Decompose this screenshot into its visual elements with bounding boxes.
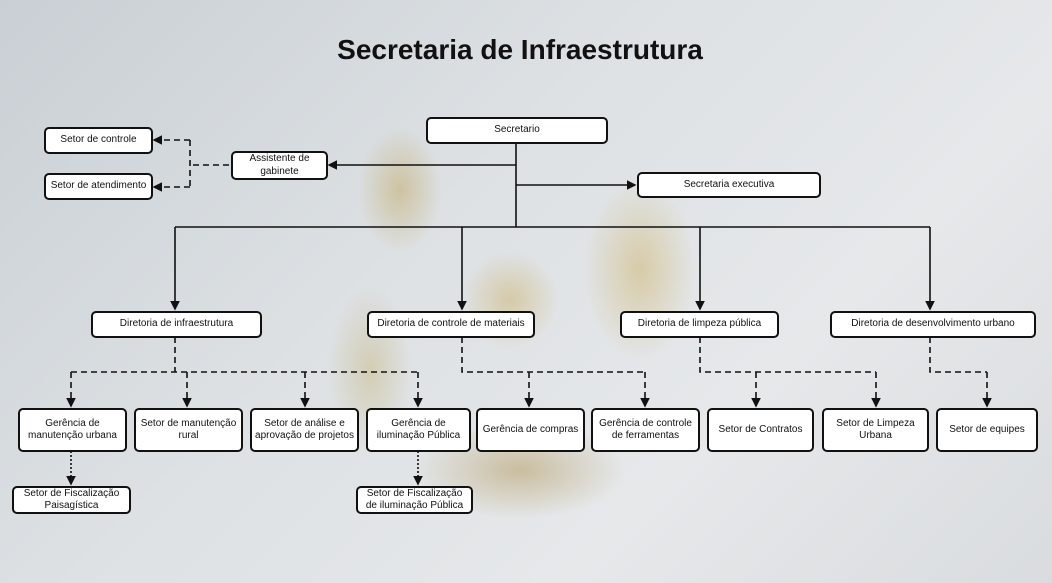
box-setor-limpeza-urbana: Setor de Limpeza Urbana [822,408,929,452]
box-secretaria-executiva: Secretaria executiva [637,172,821,198]
box-secretario: Secretario [426,117,608,144]
box-setor-controle: Setor de controle [44,127,153,154]
box-gerencia-iluminacao: Gerência de iluminação Pública [366,408,471,452]
box-setor-atendimento: Setor de atendimento [44,173,153,200]
box-gerencia-manutencao-urbana: Gerência de manutenção urbana [18,408,127,452]
page-title: Secretaria de Infraestrutura [337,34,703,65]
box-setor-contratos: Setor de Contratos [707,408,814,452]
box-fiscalizacao-iluminacao: Setor de Fiscalização de iluminação Públ… [356,486,473,514]
box-assistente-gabinete: Assistente de gabinete [231,151,328,180]
box-diretoria-materiais: Diretoria de controle de materiais [367,311,535,338]
box-diretoria-desenvolvimento: Diretoria de desenvolvimento urbano [830,311,1036,338]
box-diretoria-infraestrutura: Diretoria de infraestrutura [91,311,262,338]
box-fiscalizacao-paisagistica: Setor de Fiscalização Paisagística [12,486,131,514]
box-setor-manutencao-rural: Setor de manutenção rural [134,408,243,452]
box-gerencia-ferramentas: Gerência de controle de ferramentas [591,408,700,452]
box-gerencia-compras: Gerência de compras [476,408,585,452]
box-setor-analise-projetos: Setor de análise e aprovação de projetos [250,408,359,452]
box-diretoria-limpeza: Diretoria de limpeza pública [620,311,779,338]
box-setor-equipes: Setor de equipes [936,408,1038,452]
